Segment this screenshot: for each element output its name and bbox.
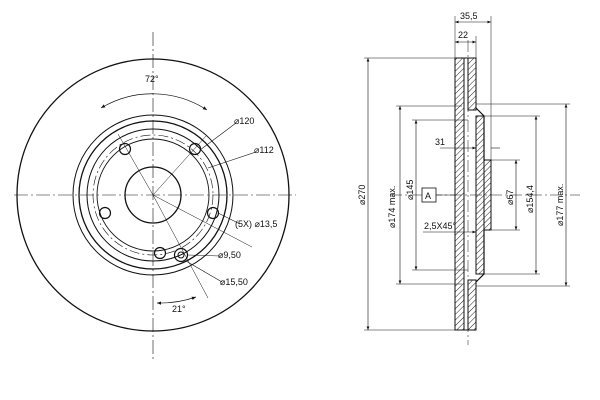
dim-174-label: ⌀174 max. (387, 186, 397, 228)
hub-flange (483, 159, 492, 231)
section-view: 35,5 22 31 2,5X45° A ⌀270 ⌀174 max. ⌀145 (357, 11, 580, 345)
hat-step (86, 128, 220, 262)
radial-line (152, 194, 209, 299)
bolt-hole (153, 246, 167, 260)
leader-120 (199, 122, 237, 151)
leader-9-50 (187, 254, 221, 257)
dia-15-50-label: ⌀15,50 (220, 277, 248, 287)
leader-112 (207, 151, 257, 169)
leader-bolt-spec (217, 212, 241, 225)
hat-cylinder (475, 115, 485, 275)
bolt-hole (98, 206, 112, 220)
bolt-spec-label: (5X) ⌀13,5 (235, 219, 277, 229)
bolt-pitch-circle (92, 134, 214, 256)
angle-72-label: 72° (145, 74, 159, 84)
angle-21-label: 21° (172, 304, 186, 314)
radial-line (152, 135, 207, 196)
dim-31-label: 31 (435, 137, 445, 147)
dim-154-label: ⌀154,4 (525, 185, 535, 213)
leader-15-50 (185, 260, 223, 283)
dim-22-label: 22 (458, 30, 468, 40)
dia-9-50-label: ⌀9,50 (218, 250, 241, 260)
inner-friction-plate-bottom (467, 279, 477, 331)
dim-177-label: ⌀177 max. (555, 184, 565, 226)
dim-145-label: ⌀145 (405, 180, 415, 200)
dim-67-label: ⌀67 (505, 190, 515, 205)
inner-friction-plate-top (467, 57, 477, 111)
angle-72-arc (100, 93, 208, 111)
outer-friction-plate (454, 57, 465, 331)
front-view: 72° 21° ⌀120 ⌀112 (5X) ⌀13,5 ⌀9,50 ⌀15,5… (14, 32, 296, 360)
dim-35-5-label: 35,5 (460, 11, 478, 21)
hub-face-circle (96, 138, 210, 252)
angle-21-arc (156, 296, 197, 305)
radial-line (152, 194, 253, 248)
dim-270-label: ⌀270 (357, 185, 367, 205)
section-marker-label: A (425, 191, 431, 201)
disc-outer-edge (16, 58, 290, 332)
locating-hole-outer (173, 247, 189, 263)
bolt-hole (188, 142, 202, 156)
dia-112-label: ⌀112 (254, 145, 274, 155)
radial-line (117, 133, 154, 196)
center-bore (124, 166, 182, 224)
friction-ring-inner-edge (72, 114, 234, 276)
dia-120-label: ⌀120 (234, 116, 254, 126)
chamfer-label: 2,5X45° (424, 221, 457, 231)
hat-outer-edge (78, 120, 228, 270)
locating-hole-inner (177, 251, 185, 259)
bolt-hole (118, 142, 132, 156)
